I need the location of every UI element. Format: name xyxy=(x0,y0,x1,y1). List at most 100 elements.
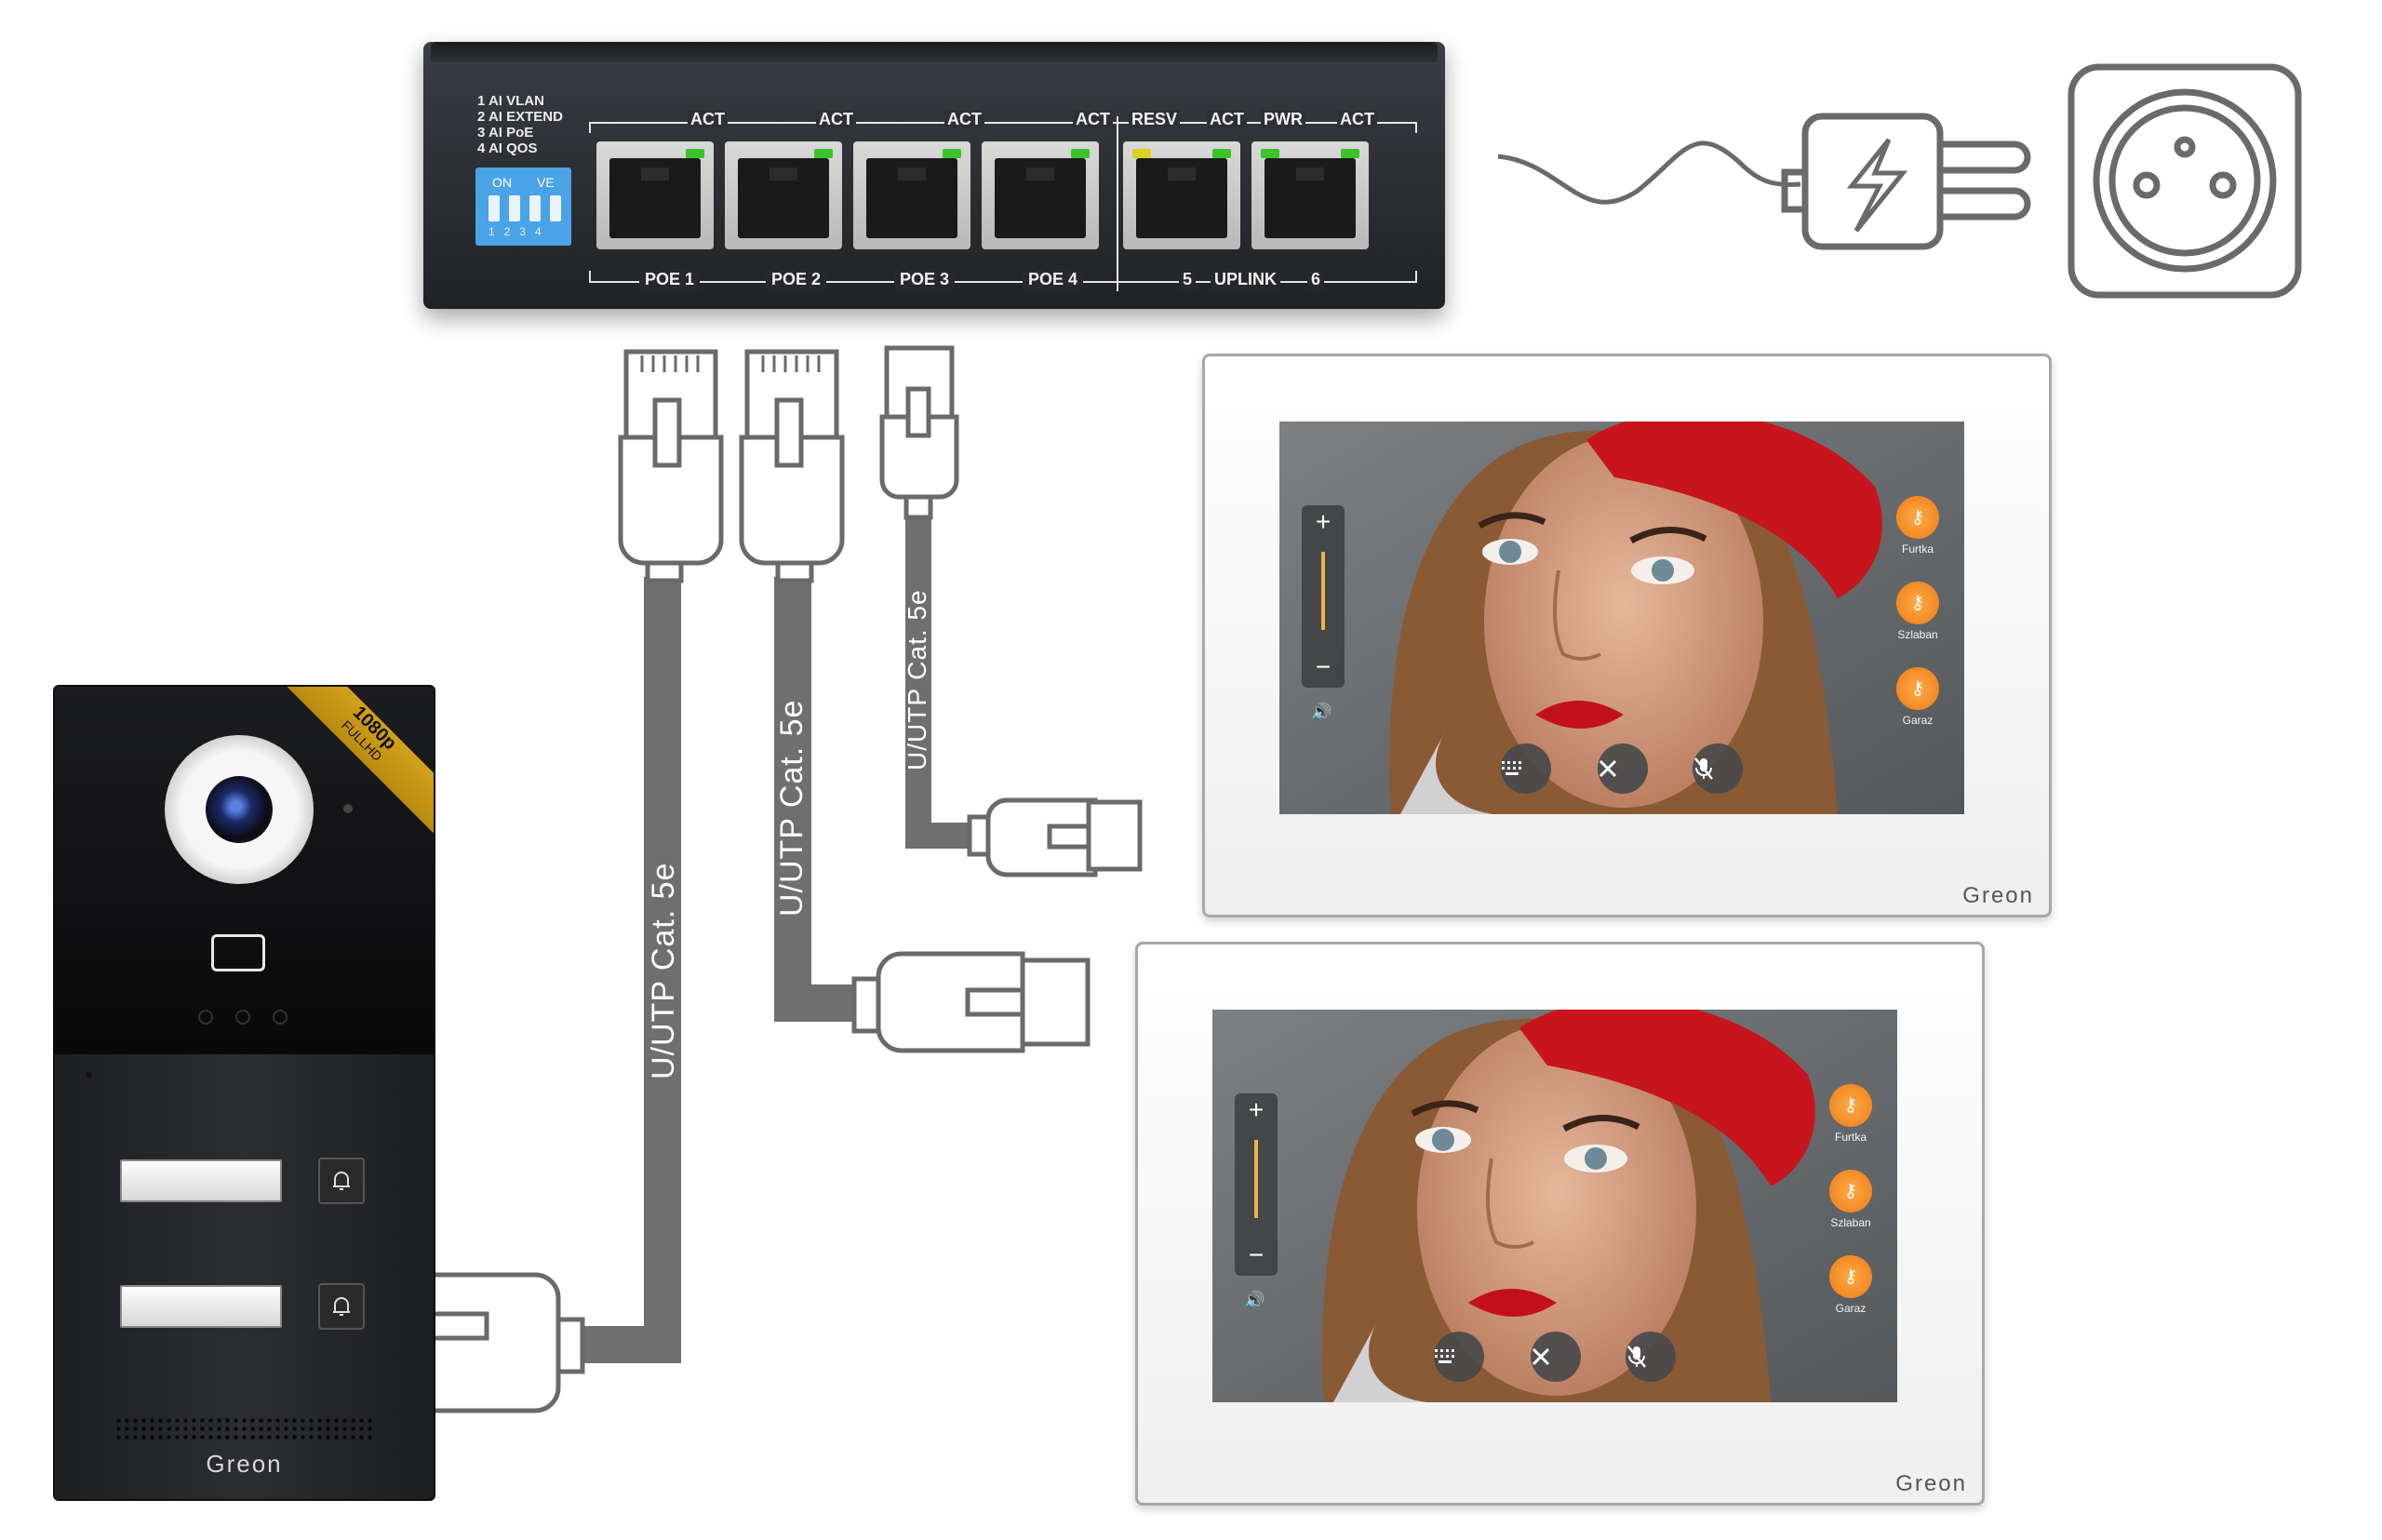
switch-top-edge xyxy=(431,42,1438,62)
monitor-2: + − 🔊 ⚷ Furtka xyxy=(1135,942,1985,1506)
keypad-button[interactable] xyxy=(1501,743,1551,794)
dip-ve-label: VE xyxy=(537,175,555,190)
bell-icon xyxy=(333,1297,350,1316)
close-icon xyxy=(1599,759,1617,778)
key-icon: ⚷ xyxy=(1829,1255,1872,1298)
port-socket xyxy=(995,158,1086,238)
led-yellow xyxy=(1132,149,1151,158)
dip-legend-item: 2 AI EXTEND xyxy=(477,109,563,125)
action-label: Szlaban xyxy=(1897,628,1938,641)
cable-3: U/UTP Cat. 5e xyxy=(879,345,1143,877)
end-call-button[interactable] xyxy=(1598,743,1648,794)
volume-level-bar xyxy=(1254,1140,1258,1218)
led-green xyxy=(686,149,704,158)
bell-icon xyxy=(333,1172,350,1190)
end-call-button[interactable] xyxy=(1531,1332,1581,1382)
key-icon: ⚷ xyxy=(1896,496,1939,539)
monitor-1-screen[interactable]: + − 🔊 ⚷ Furtka xyxy=(1279,422,1964,814)
dip-legend: 1 AI VLAN 2 AI EXTEND 3 AI PoE 4 AI QOS xyxy=(477,93,563,156)
led-green xyxy=(943,149,961,158)
dip-toggle-3[interactable] xyxy=(529,195,541,221)
dip-legend-item: 4 AI QOS xyxy=(477,141,538,156)
volume-down-button[interactable]: − xyxy=(1315,652,1332,681)
action-furtka[interactable]: ⚷ Furtka xyxy=(1825,1084,1877,1144)
dip-toggle-2[interactable] xyxy=(509,195,520,221)
action-garaz[interactable]: ⚷ Garaz xyxy=(1825,1255,1877,1315)
uplink-5-label: 5 xyxy=(1179,270,1197,289)
poe-4-label: POE 4 xyxy=(1023,270,1084,289)
dip-legend-item: 1 AI VLAN xyxy=(477,93,544,109)
led-green xyxy=(1071,149,1090,158)
key-icon: ⚷ xyxy=(1829,1170,1872,1212)
volume-slider[interactable]: + − xyxy=(1235,1093,1278,1276)
dip-numbers: 1234 xyxy=(488,225,551,238)
speaker-grille xyxy=(114,1416,375,1442)
brand-logo: Greon xyxy=(206,1450,283,1478)
port-poe-2[interactable] xyxy=(725,141,842,249)
port-poe-4[interactable] xyxy=(982,141,1099,249)
microphone-hole xyxy=(87,1072,92,1078)
speaker-icon: 🔊 xyxy=(1244,1291,1265,1309)
power-cord xyxy=(1497,141,1801,205)
key-icon: ⚷ xyxy=(1896,582,1939,624)
bottom-label-line xyxy=(589,281,1417,283)
poe-2-label: POE 2 xyxy=(766,270,827,289)
power-plug-icon xyxy=(1781,113,2031,250)
mute-button[interactable] xyxy=(1693,743,1743,794)
mute-button[interactable] xyxy=(1626,1332,1676,1382)
action-garaz[interactable]: ⚷ Garaz xyxy=(1892,667,1944,727)
resv-label: RESV xyxy=(1129,110,1181,129)
volume-up-button[interactable]: + xyxy=(1315,507,1332,536)
cable-1-label: U/UTP Cat. 5e xyxy=(646,863,681,1079)
camera-lens xyxy=(206,776,273,843)
port-poe-3[interactable] xyxy=(853,141,970,249)
dip-switch[interactable]: ON VE 1234 xyxy=(475,167,571,246)
label-line xyxy=(1415,271,1417,282)
dip-toggle-1[interactable] xyxy=(488,195,500,221)
status-led xyxy=(198,1010,213,1024)
volume-up-button[interactable]: + xyxy=(1248,1095,1265,1124)
action-label: Furtka xyxy=(1901,542,1934,556)
action-szlaban[interactable]: ⚷ Szlaban xyxy=(1892,582,1944,641)
action-label: Szlaban xyxy=(1830,1216,1871,1229)
call-button-1[interactable] xyxy=(318,1158,365,1204)
led-green xyxy=(814,149,833,158)
volume-level-bar xyxy=(1321,552,1325,630)
cable-2-label: U/UTP Cat. 5e xyxy=(774,700,810,917)
port-uplink-5[interactable] xyxy=(1123,141,1240,249)
port-socket xyxy=(1136,158,1227,238)
action-label: Garaz xyxy=(1902,714,1934,727)
port-socket xyxy=(866,158,957,238)
nameplate-1 xyxy=(120,1159,282,1202)
action-szlaban[interactable]: ⚷ Szlaban xyxy=(1825,1170,1877,1229)
port-uplink-6[interactable] xyxy=(1251,141,1369,249)
brand-logo: Greon xyxy=(1895,1471,1967,1496)
uplink-6-label: 6 xyxy=(1307,270,1325,289)
port-socket xyxy=(738,158,829,238)
dip-legend-item: 3 AI PoE xyxy=(477,125,534,141)
poe-1-label: POE 1 xyxy=(639,270,701,289)
led-green xyxy=(1341,149,1359,158)
brand-logo: Greon xyxy=(1962,883,2034,908)
pwr-label: PWR xyxy=(1261,110,1305,129)
volume-slider[interactable]: + − xyxy=(1302,505,1345,688)
port-socket xyxy=(609,158,701,238)
close-icon xyxy=(1532,1347,1550,1366)
monitor-2-screen[interactable]: + − 🔊 ⚷ Furtka xyxy=(1212,1010,1897,1402)
action-label: Furtka xyxy=(1834,1131,1867,1144)
dip-toggle-4[interactable] xyxy=(550,195,561,221)
action-furtka[interactable]: ⚷ Furtka xyxy=(1892,496,1944,556)
port-socket xyxy=(1265,158,1356,238)
port-poe-1[interactable] xyxy=(596,141,714,249)
action-label: Garaz xyxy=(1835,1302,1867,1315)
cable-1: U/UTP Cat. 5e xyxy=(430,349,724,1413)
uplink-label: UPLINK xyxy=(1211,270,1280,289)
nameplate-2 xyxy=(120,1285,282,1328)
call-button-2[interactable] xyxy=(318,1283,365,1330)
volume-down-button[interactable]: − xyxy=(1248,1240,1265,1269)
act-label-5: ACT xyxy=(1207,110,1247,129)
status-led xyxy=(273,1010,288,1024)
keypad-button[interactable] xyxy=(1434,1332,1484,1382)
label-line xyxy=(589,271,591,282)
monitor-1: + − 🔊 ⚷ Furtka xyxy=(1202,354,2052,917)
